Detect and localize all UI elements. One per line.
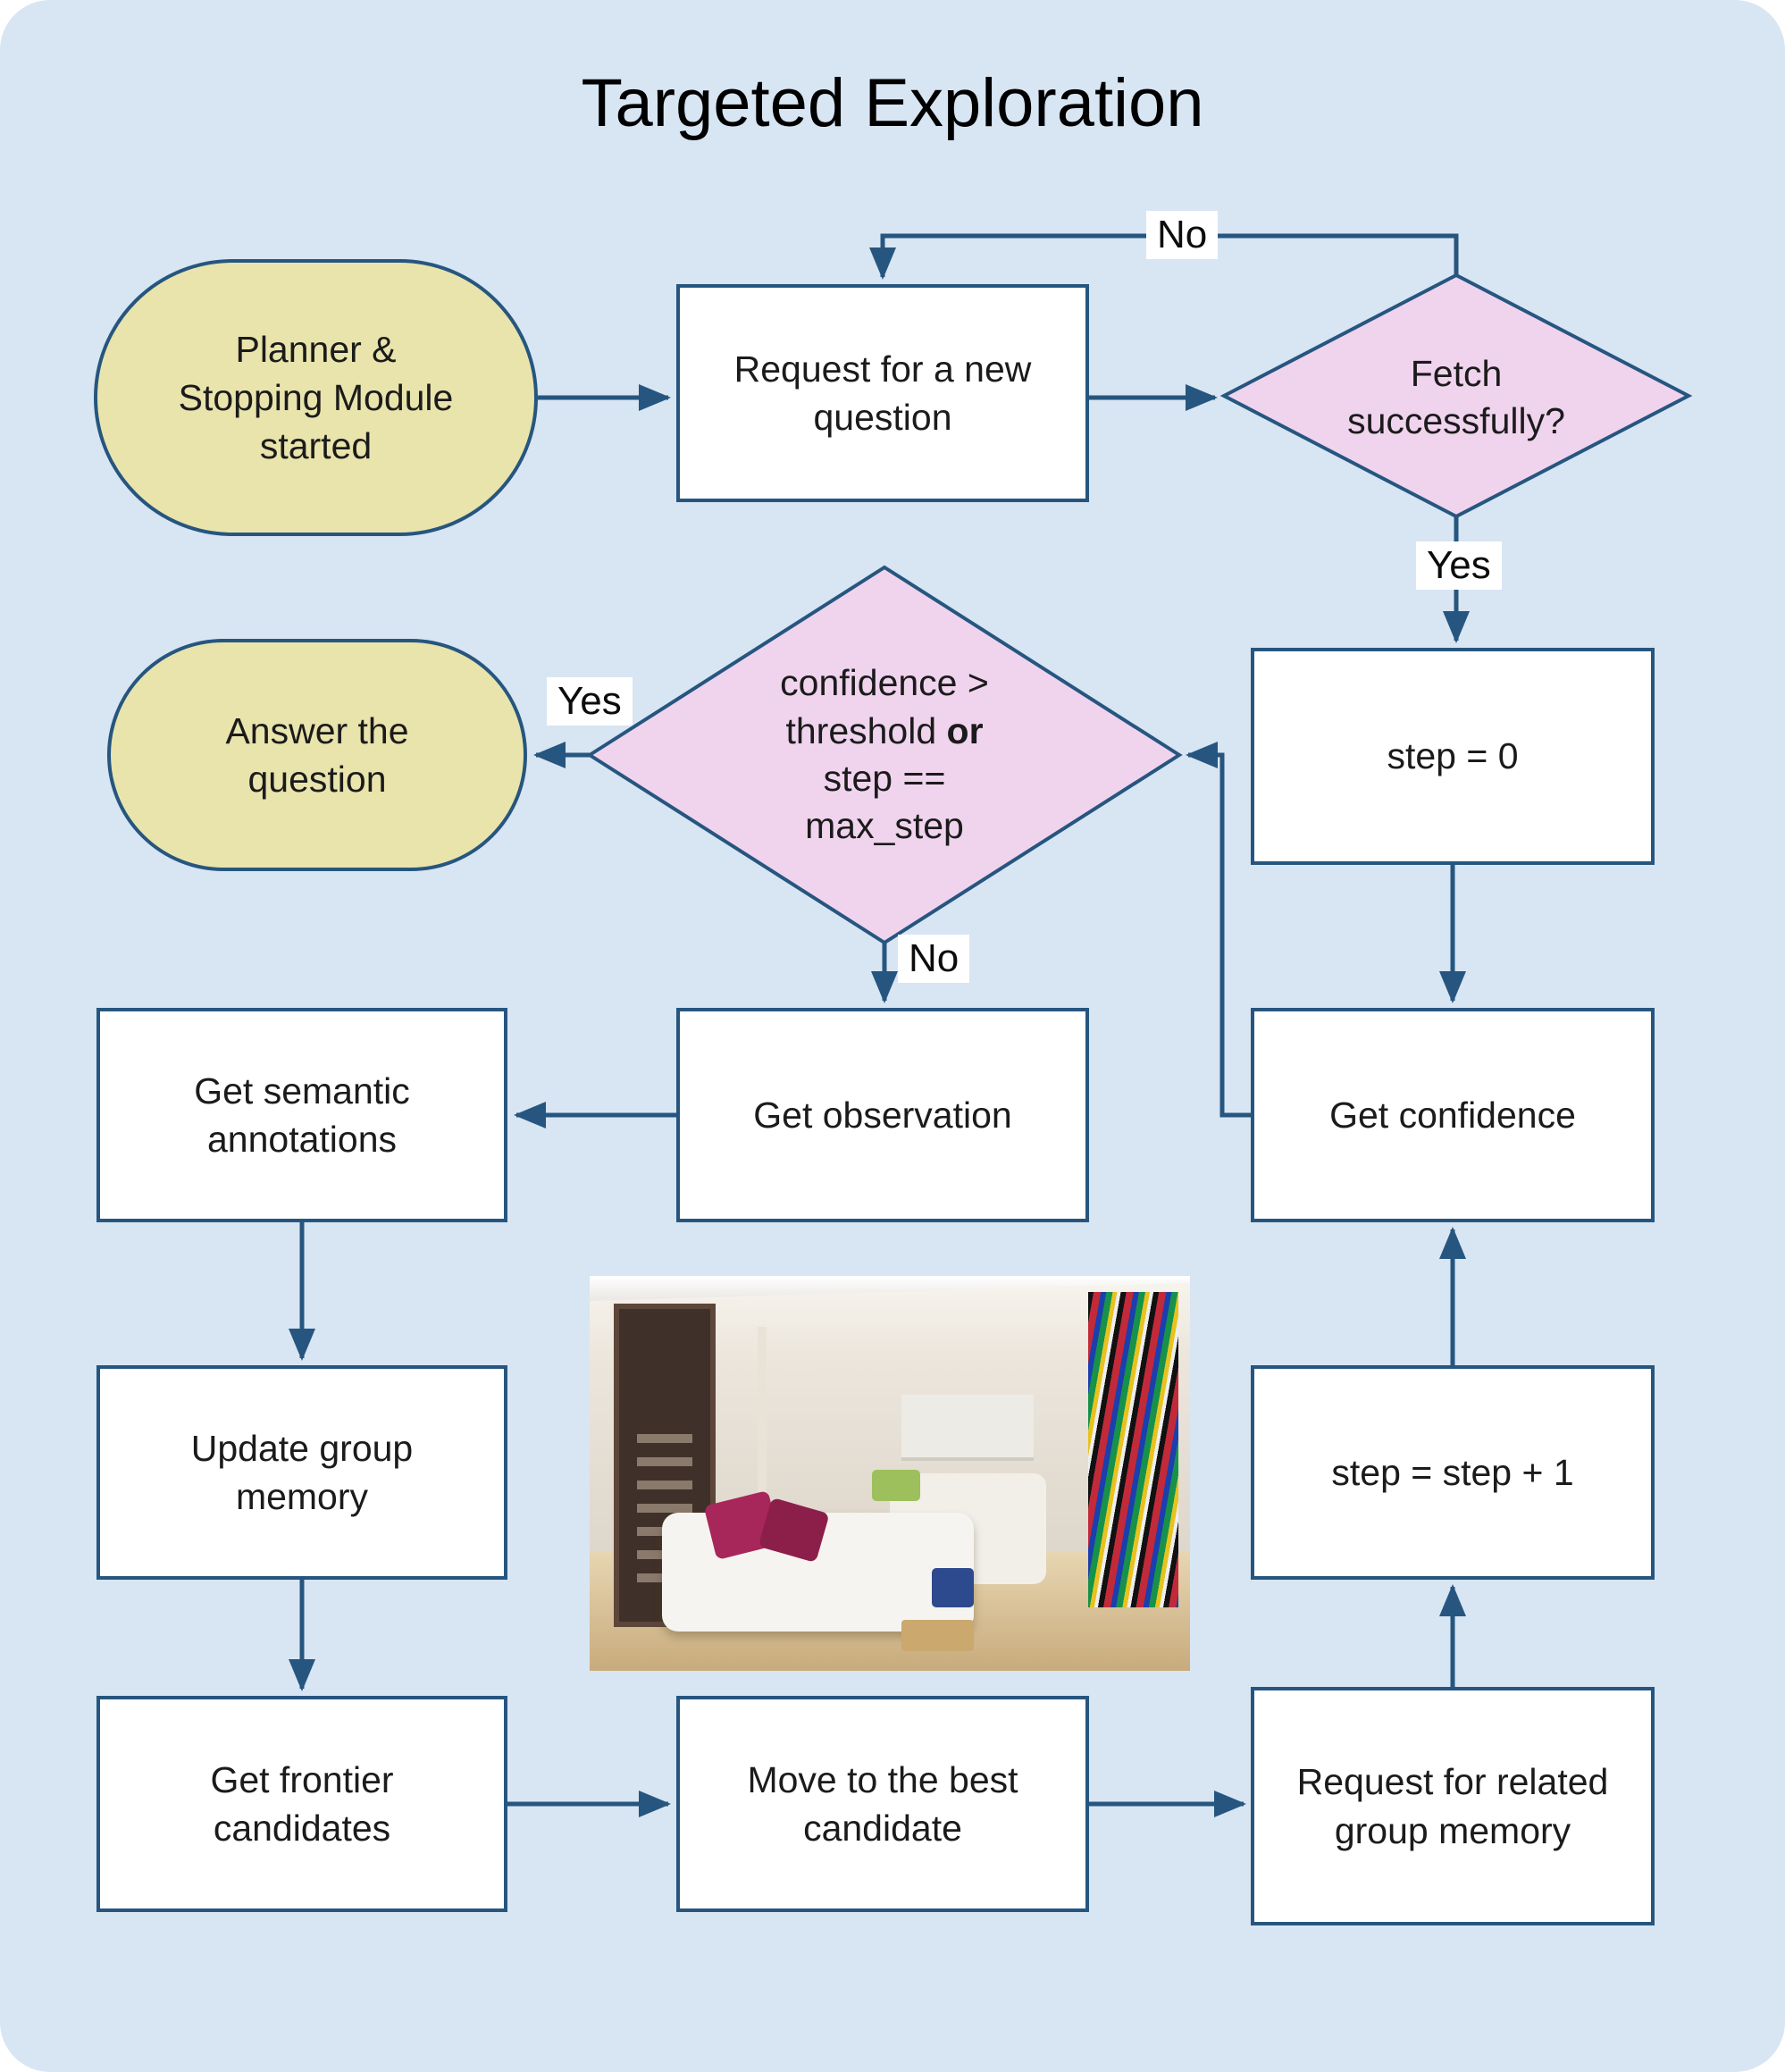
photo-bag-blue xyxy=(932,1568,975,1608)
fetch-decision-diamond xyxy=(1219,273,1693,519)
fetch-decision-text: Fetch successfully? xyxy=(1347,352,1565,441)
node-answer-question-label: Answer the question xyxy=(225,709,409,800)
node-get-confidence: Get confidence xyxy=(1251,1008,1655,1222)
confidence-decision-diamond xyxy=(586,565,1183,945)
confidence-decision-label: confidence > threshold or step == max_st… xyxy=(688,594,1081,916)
observation-photo xyxy=(590,1276,1190,1671)
node-step-increment-label: step = step + 1 xyxy=(1331,1451,1574,1493)
confidence-line3: step == xyxy=(823,758,946,799)
node-move-best-label: Move to the best candidate xyxy=(747,1758,1018,1849)
edge-label-fetch-yes: Yes xyxy=(1416,541,1502,591)
fetch-decision-label: Fetch successfully? xyxy=(1313,342,1599,453)
node-request-memory: Request for related group memory xyxy=(1251,1687,1655,1925)
node-update-memory: Update group memory xyxy=(96,1365,507,1580)
edge-label-confidence-yes: Yes xyxy=(547,677,633,726)
node-planner-start: Planner & Stopping Module started xyxy=(94,259,538,536)
node-get-semantic-label: Get semantic annotations xyxy=(194,1070,410,1160)
photo-doorway xyxy=(613,1303,717,1628)
confidence-line2-or: or xyxy=(946,709,984,751)
photo-door-frame xyxy=(758,1327,767,1612)
photo-kitchen-cabinets-upper xyxy=(901,1394,1035,1462)
photo-artwork xyxy=(1087,1291,1178,1608)
arrow-getconfidence-to-decision xyxy=(1186,742,1251,1118)
photo-table xyxy=(901,1619,975,1651)
confidence-line4: max_step xyxy=(805,805,964,847)
page-title: Targeted Exploration xyxy=(581,65,1204,141)
node-update-memory-label: Update group memory xyxy=(190,1427,414,1517)
node-request-question: Request for a new question xyxy=(676,284,1089,502)
confidence-line1: confidence > xyxy=(780,662,989,704)
node-step-zero-label: step = 0 xyxy=(1387,735,1519,777)
node-planner-start-label: Planner & Stopping Module started xyxy=(178,328,454,467)
node-get-frontier-label: Get frontier candidates xyxy=(210,1758,394,1849)
edge-label-fetch-no: No xyxy=(1146,211,1219,260)
node-request-question-label: Request for a new question xyxy=(733,348,1032,438)
photo-cushion-green xyxy=(871,1469,920,1501)
node-step-increment: step = step + 1 xyxy=(1251,1365,1655,1580)
node-step-zero: step = 0 xyxy=(1251,648,1655,865)
node-get-observation: Get observation xyxy=(676,1008,1089,1222)
observation-photo-frame xyxy=(590,1283,1190,1671)
edge-label-confidence-no: No xyxy=(898,935,970,984)
node-get-semantic: Get semantic annotations xyxy=(96,1008,507,1222)
confidence-line2: threshold xyxy=(785,709,947,751)
node-get-confidence-label: Get confidence xyxy=(1329,1094,1576,1136)
node-answer-question: Answer the question xyxy=(107,639,527,871)
node-request-memory-label: Request for related group memory xyxy=(1296,1761,1609,1851)
node-move-best: Move to the best candidate xyxy=(676,1696,1089,1912)
node-get-observation-label: Get observation xyxy=(753,1094,1012,1136)
node-get-frontier: Get frontier candidates xyxy=(96,1696,507,1912)
